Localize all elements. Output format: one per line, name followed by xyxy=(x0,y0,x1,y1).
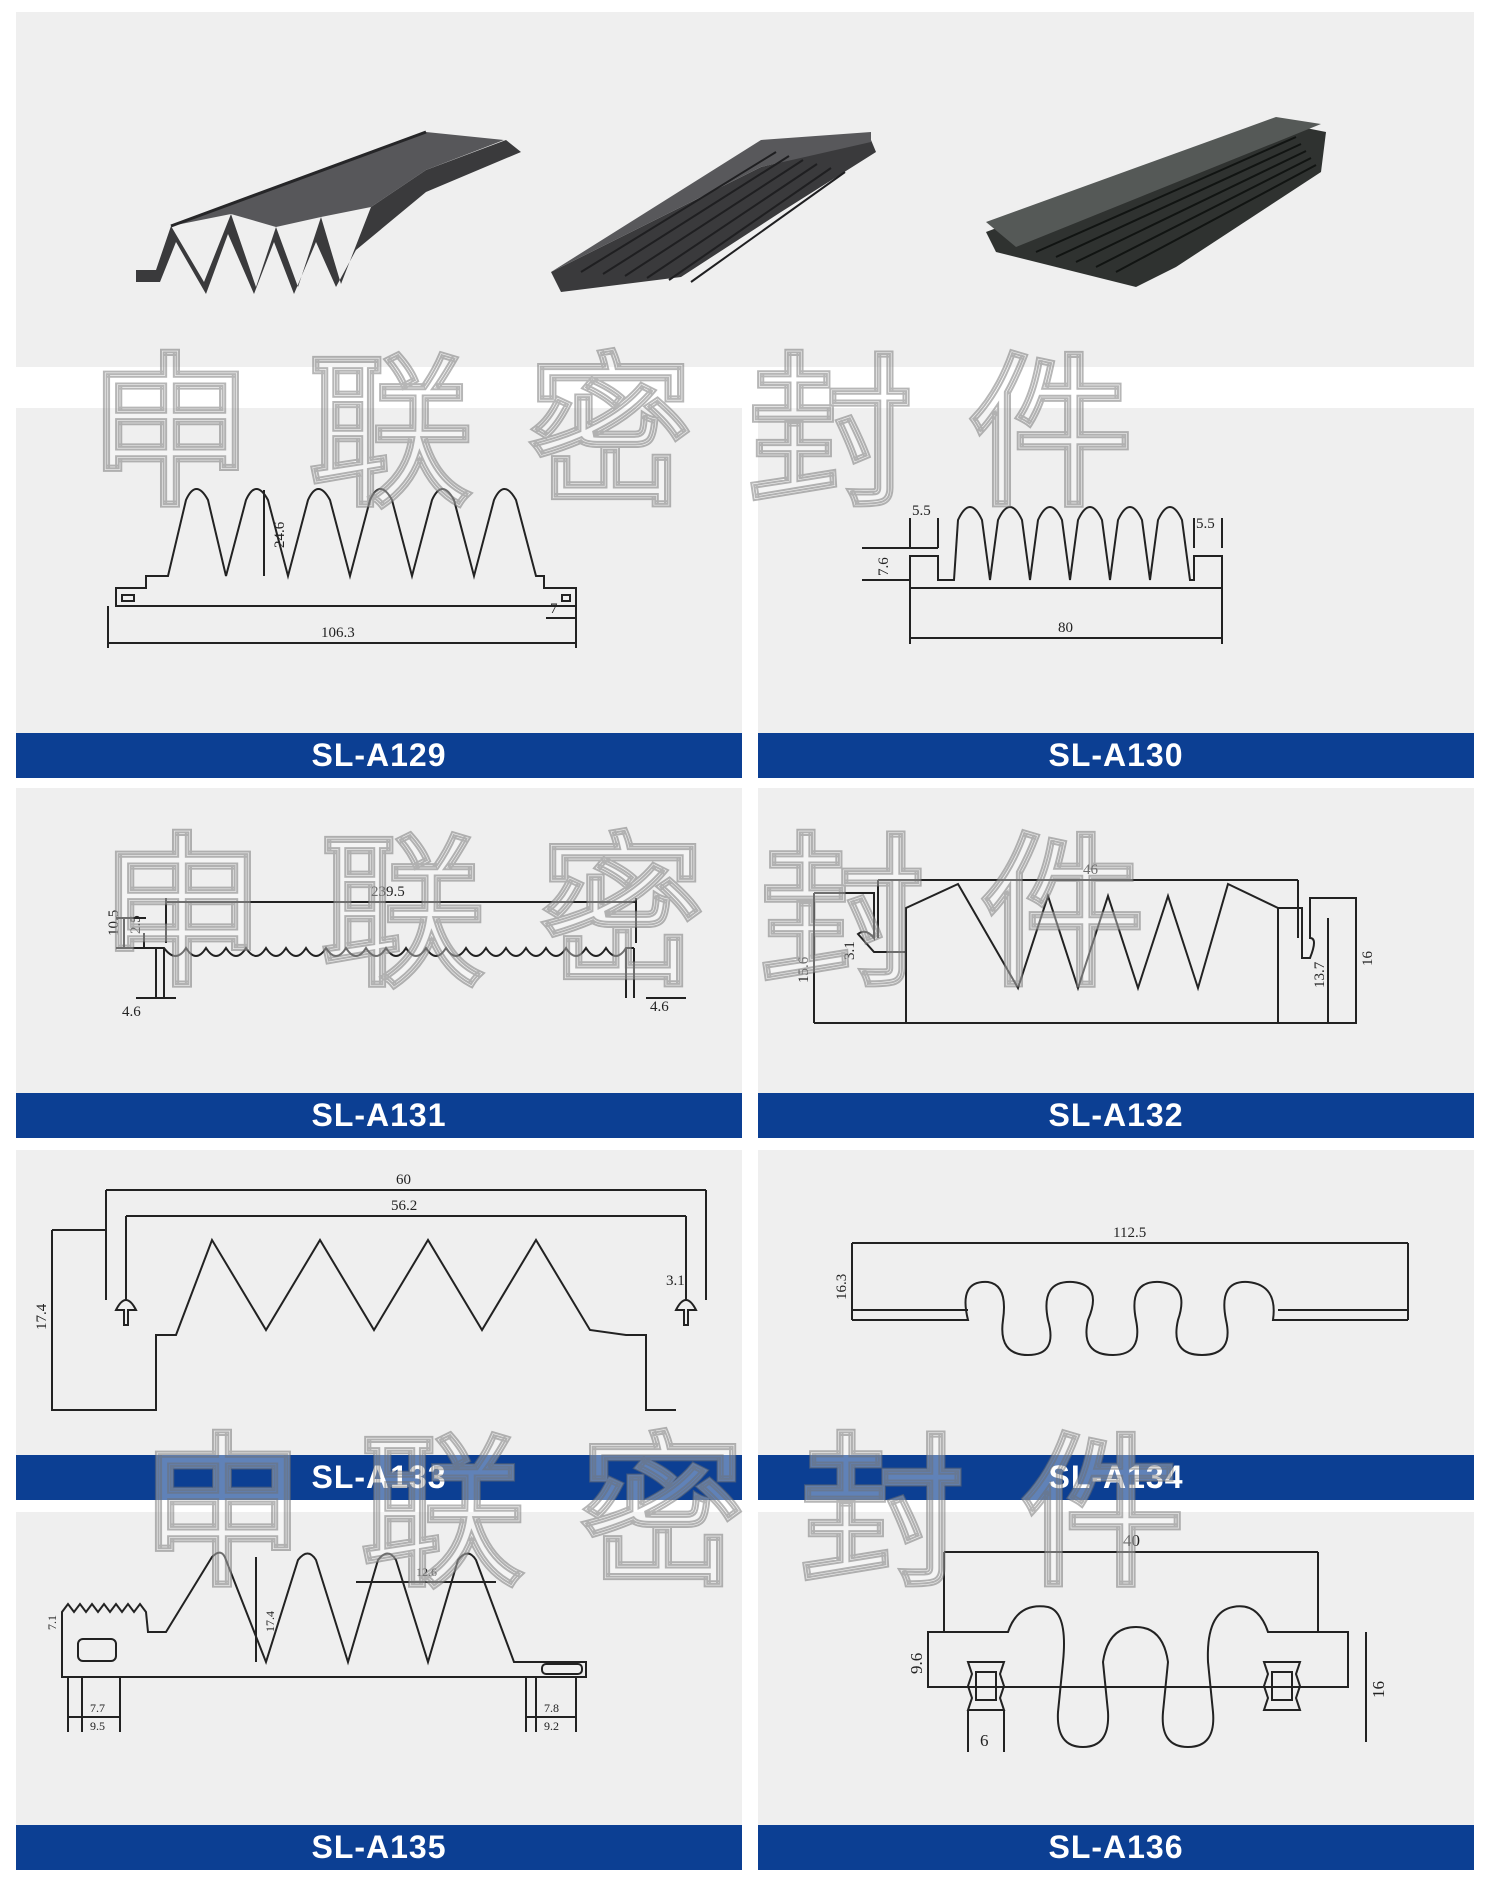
dim-label: 9.5 xyxy=(90,1719,105,1733)
dim-label: 16 xyxy=(1360,951,1376,967)
dim-label: 16.3 xyxy=(834,1274,850,1300)
product-code-label: SL-A129 xyxy=(16,733,742,778)
product-panel-sl-a130: 5.5 5.5 7.6 80 SL-A130 xyxy=(758,408,1474,778)
product-code-label: SL-A131 xyxy=(16,1093,742,1138)
product-code-label: SL-A135 xyxy=(16,1825,742,1870)
product-panel-sl-a132: 46 3.1 15.6 13.7 16 SL-A132 xyxy=(758,788,1474,1138)
product-panel-sl-a134: 112.5 16.3 SL-A134 xyxy=(758,1150,1474,1500)
dim-label: 9.2 xyxy=(544,1719,559,1733)
profile-drawing-sl-a136: 40 9.6 16 6 xyxy=(758,1512,1474,1825)
product-panel-sl-a131: 239.5 10.5 2.5 4.6 4.6 SL-A131 xyxy=(16,788,742,1138)
product-code-label: SL-A133 xyxy=(16,1455,742,1500)
profile-drawing-sl-a134: 112.5 16.3 xyxy=(758,1150,1474,1455)
profile-drawing-sl-a132: 46 3.1 15.6 13.7 16 xyxy=(758,788,1474,1093)
dim-label: 239.5 xyxy=(371,884,405,900)
dim-label: 7.1 xyxy=(45,1615,59,1630)
dim-label: 3.1 xyxy=(842,941,858,960)
dim-label: 4.6 xyxy=(650,999,669,1015)
profile-drawing-sl-a131: 239.5 10.5 2.5 4.6 4.6 xyxy=(16,788,742,1093)
dim-label: 17.4 xyxy=(34,1303,50,1330)
dim-label: 56.2 xyxy=(391,1198,417,1214)
dim-label: 7.7 xyxy=(90,1701,105,1715)
product-code-label: SL-A136 xyxy=(758,1825,1474,1870)
product-photo-band xyxy=(16,12,1474,367)
product-photo-2 xyxy=(551,132,876,292)
product-panel-sl-a135: 12.6 17.4 7.1 7.7 9.5 7.8 9.2 SL-A135 xyxy=(16,1512,742,1870)
product-photo-3 xyxy=(986,117,1326,287)
dim-label: 7.8 xyxy=(544,1701,559,1715)
dim-label: 106.3 xyxy=(321,625,355,641)
dim-label: 7 xyxy=(550,601,558,617)
product-panel-sl-a129: 24.6 7 106.3 SL-A129 xyxy=(16,408,742,778)
profile-drawing-sl-a129: 24.6 7 106.3 xyxy=(16,408,742,733)
dim-label: 5.5 xyxy=(912,503,931,519)
dim-label: 112.5 xyxy=(1113,1225,1146,1241)
dim-label: 12.6 xyxy=(416,1565,437,1579)
profile-drawing-sl-a130: 5.5 5.5 7.6 80 xyxy=(758,408,1474,733)
product-panel-sl-a133: 60 56.2 3.1 17.4 SL-A133 xyxy=(16,1150,742,1500)
dim-label: 5.5 xyxy=(1196,516,1215,532)
dim-label: 2.5 xyxy=(128,915,144,934)
dim-label: 15.6 xyxy=(796,956,812,983)
dim-label: 16 xyxy=(1369,1681,1388,1698)
dim-label: 24.6 xyxy=(272,521,288,548)
dim-label: 60 xyxy=(396,1172,411,1188)
dim-label: 7.6 xyxy=(876,557,892,576)
dim-label: 3.1 xyxy=(666,1273,685,1289)
dim-label: 4.6 xyxy=(122,1004,141,1020)
dim-label: 9.6 xyxy=(907,1653,926,1674)
dim-label: 46 xyxy=(1083,862,1099,878)
dim-label: 6 xyxy=(980,1731,989,1750)
product-photo-1 xyxy=(136,130,521,294)
dim-label: 17.4 xyxy=(263,1611,277,1632)
product-code-label: SL-A130 xyxy=(758,733,1474,778)
product-code-label: SL-A132 xyxy=(758,1093,1474,1138)
product-panel-sl-a136: 40 9.6 16 6 SL-A136 xyxy=(758,1512,1474,1870)
dim-label: 80 xyxy=(1058,620,1073,636)
dim-label: 10.5 xyxy=(106,910,122,936)
product-code-label: SL-A134 xyxy=(758,1455,1474,1500)
dim-label: 13.7 xyxy=(1312,961,1328,988)
profile-drawing-sl-a135: 12.6 17.4 7.1 7.7 9.5 7.8 9.2 xyxy=(16,1512,742,1825)
dim-label: 40 xyxy=(1123,1531,1140,1550)
profile-drawing-sl-a133: 60 56.2 3.1 17.4 xyxy=(16,1150,742,1455)
